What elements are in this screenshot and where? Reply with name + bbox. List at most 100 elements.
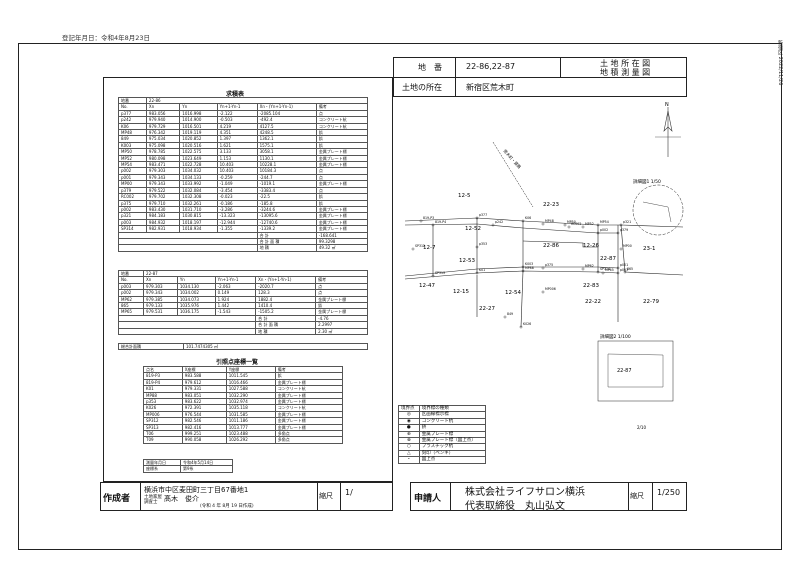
point-label: MP48	[545, 219, 554, 223]
boundary-point-icon	[619, 223, 623, 227]
table-cell: 鋲	[315, 135, 369, 143]
parcel-label: 12-26	[583, 243, 599, 249]
left-panel	[103, 77, 393, 482]
title-col-divider-2	[560, 57, 561, 77]
table-cell: 1026.292	[225, 436, 276, 444]
total-area-label: 総合計面積	[118, 342, 184, 351]
table-cell: 979.343	[145, 173, 181, 182]
detail-2-parcel: 22-87	[617, 368, 632, 374]
parcel-label: 12-5	[458, 193, 471, 199]
map-title-1: 土 地 所 在 図	[600, 59, 651, 68]
table-cell: 1018.934	[179, 225, 218, 233]
detail-1: 詳細図1 1/50	[632, 178, 684, 236]
parcel-label: 12-53	[459, 258, 475, 264]
table-cell: 1034.002	[176, 289, 216, 297]
table-cell: 975.034	[145, 135, 181, 143]
point-label: 865	[627, 267, 633, 271]
table-cell: 金属プレート標	[315, 225, 369, 233]
boundary-point-icon	[431, 223, 435, 227]
boundary-point-icon	[596, 231, 600, 235]
boundary-point-icon	[521, 269, 525, 273]
drawing-frame	[18, 43, 782, 550]
table-cell: -13095.6	[256, 212, 317, 220]
boundary-point-icon	[521, 265, 525, 269]
summary-value: 49.32 ㎡	[315, 244, 369, 252]
boundary-point-icon	[567, 225, 571, 229]
table-cell: 1575.1	[256, 141, 317, 150]
boundary-point-icon	[563, 223, 567, 227]
author-divider	[140, 482, 141, 511]
table-cell: 979.702	[145, 193, 181, 201]
parcel-label: 22-79	[643, 299, 659, 305]
table-cell: 1031.710	[179, 205, 218, 214]
detail-1-label: 詳細図1 1/50	[633, 178, 661, 185]
boundary-point-icon	[491, 223, 495, 227]
table-cell: 10228.1	[256, 161, 317, 169]
total-area-value: 101.7474305 ㎡	[183, 342, 368, 351]
point-label: K06	[525, 216, 531, 220]
boundary-point-icon	[541, 222, 545, 226]
parcel-label: 22-83	[583, 283, 599, 289]
parcel-label: 12-7	[423, 245, 436, 251]
point-label: MP50	[567, 220, 576, 224]
table-cell: 1019.119	[179, 128, 218, 137]
author-role: 土地家屋調査士	[144, 495, 162, 505]
point-label: MP52	[585, 222, 594, 226]
point-label: MP54	[600, 220, 609, 224]
point-label: RC002	[571, 222, 581, 226]
table-cell: 1034.073	[176, 295, 216, 304]
parcel-label: 22-86	[543, 243, 559, 249]
point-label: 819-P4	[435, 220, 446, 224]
table-cell: -1019.1	[256, 180, 317, 188]
table-cell: 1016.998	[179, 109, 218, 118]
table-cell: 金属プレート標	[315, 154, 369, 163]
table-cell: 3058.1	[256, 148, 317, 156]
point-label: K026	[523, 322, 531, 326]
boundary-point-icon	[619, 247, 623, 251]
table-cell: 1030.815	[179, 212, 218, 220]
table-cell: 金属プレート標	[315, 295, 368, 304]
table-cell: 1032.308	[179, 193, 218, 201]
boundary-point-icon	[475, 216, 479, 220]
table-cell: 点	[315, 167, 369, 175]
table-cell: 1018.197	[179, 218, 218, 227]
table-cell: 鋲	[315, 128, 369, 137]
table-cell: 979.710	[145, 199, 181, 207]
point-label: MP00	[623, 244, 632, 248]
boundary-point-icon	[475, 271, 479, 275]
author-block	[100, 482, 393, 511]
table-cell: 1036.175	[176, 308, 216, 316]
table-cell: 鋲	[315, 141, 369, 150]
point-label: p379	[620, 228, 628, 232]
table-cell: 1034.032	[179, 167, 218, 175]
street-label: 荒木町・道路	[502, 148, 523, 170]
table-cell: 金属プレート標	[315, 161, 369, 169]
summary-label: 地 積	[255, 327, 317, 336]
boundary-point-icon	[519, 325, 523, 329]
point-label: p377	[479, 213, 487, 217]
summary-value: 99.3298	[315, 237, 369, 246]
table-cell: 1362.1	[256, 135, 317, 143]
table-cell: 1020.516	[179, 141, 218, 150]
boundary-point-icon	[581, 225, 585, 229]
summary-value: -168.641	[315, 231, 369, 239]
chiban-label: 地 番	[418, 63, 442, 72]
legend-symbol-icon: ・	[398, 456, 420, 464]
author-name: 髙木 俊介	[164, 495, 199, 503]
point-label: SP312	[415, 244, 425, 248]
legend-item: 金属プレート標	[418, 430, 487, 439]
table-cell: p002	[117, 289, 145, 297]
table-cell: 980.098	[145, 154, 181, 163]
survey-dates-table: 測量年月日令和4年5月14日 座標系第9系	[143, 458, 234, 473]
applicant-label: 申請人	[414, 494, 442, 504]
boundary-point-icon	[411, 247, 415, 251]
author-divider-2	[317, 482, 318, 511]
point-label: p242	[495, 220, 503, 224]
